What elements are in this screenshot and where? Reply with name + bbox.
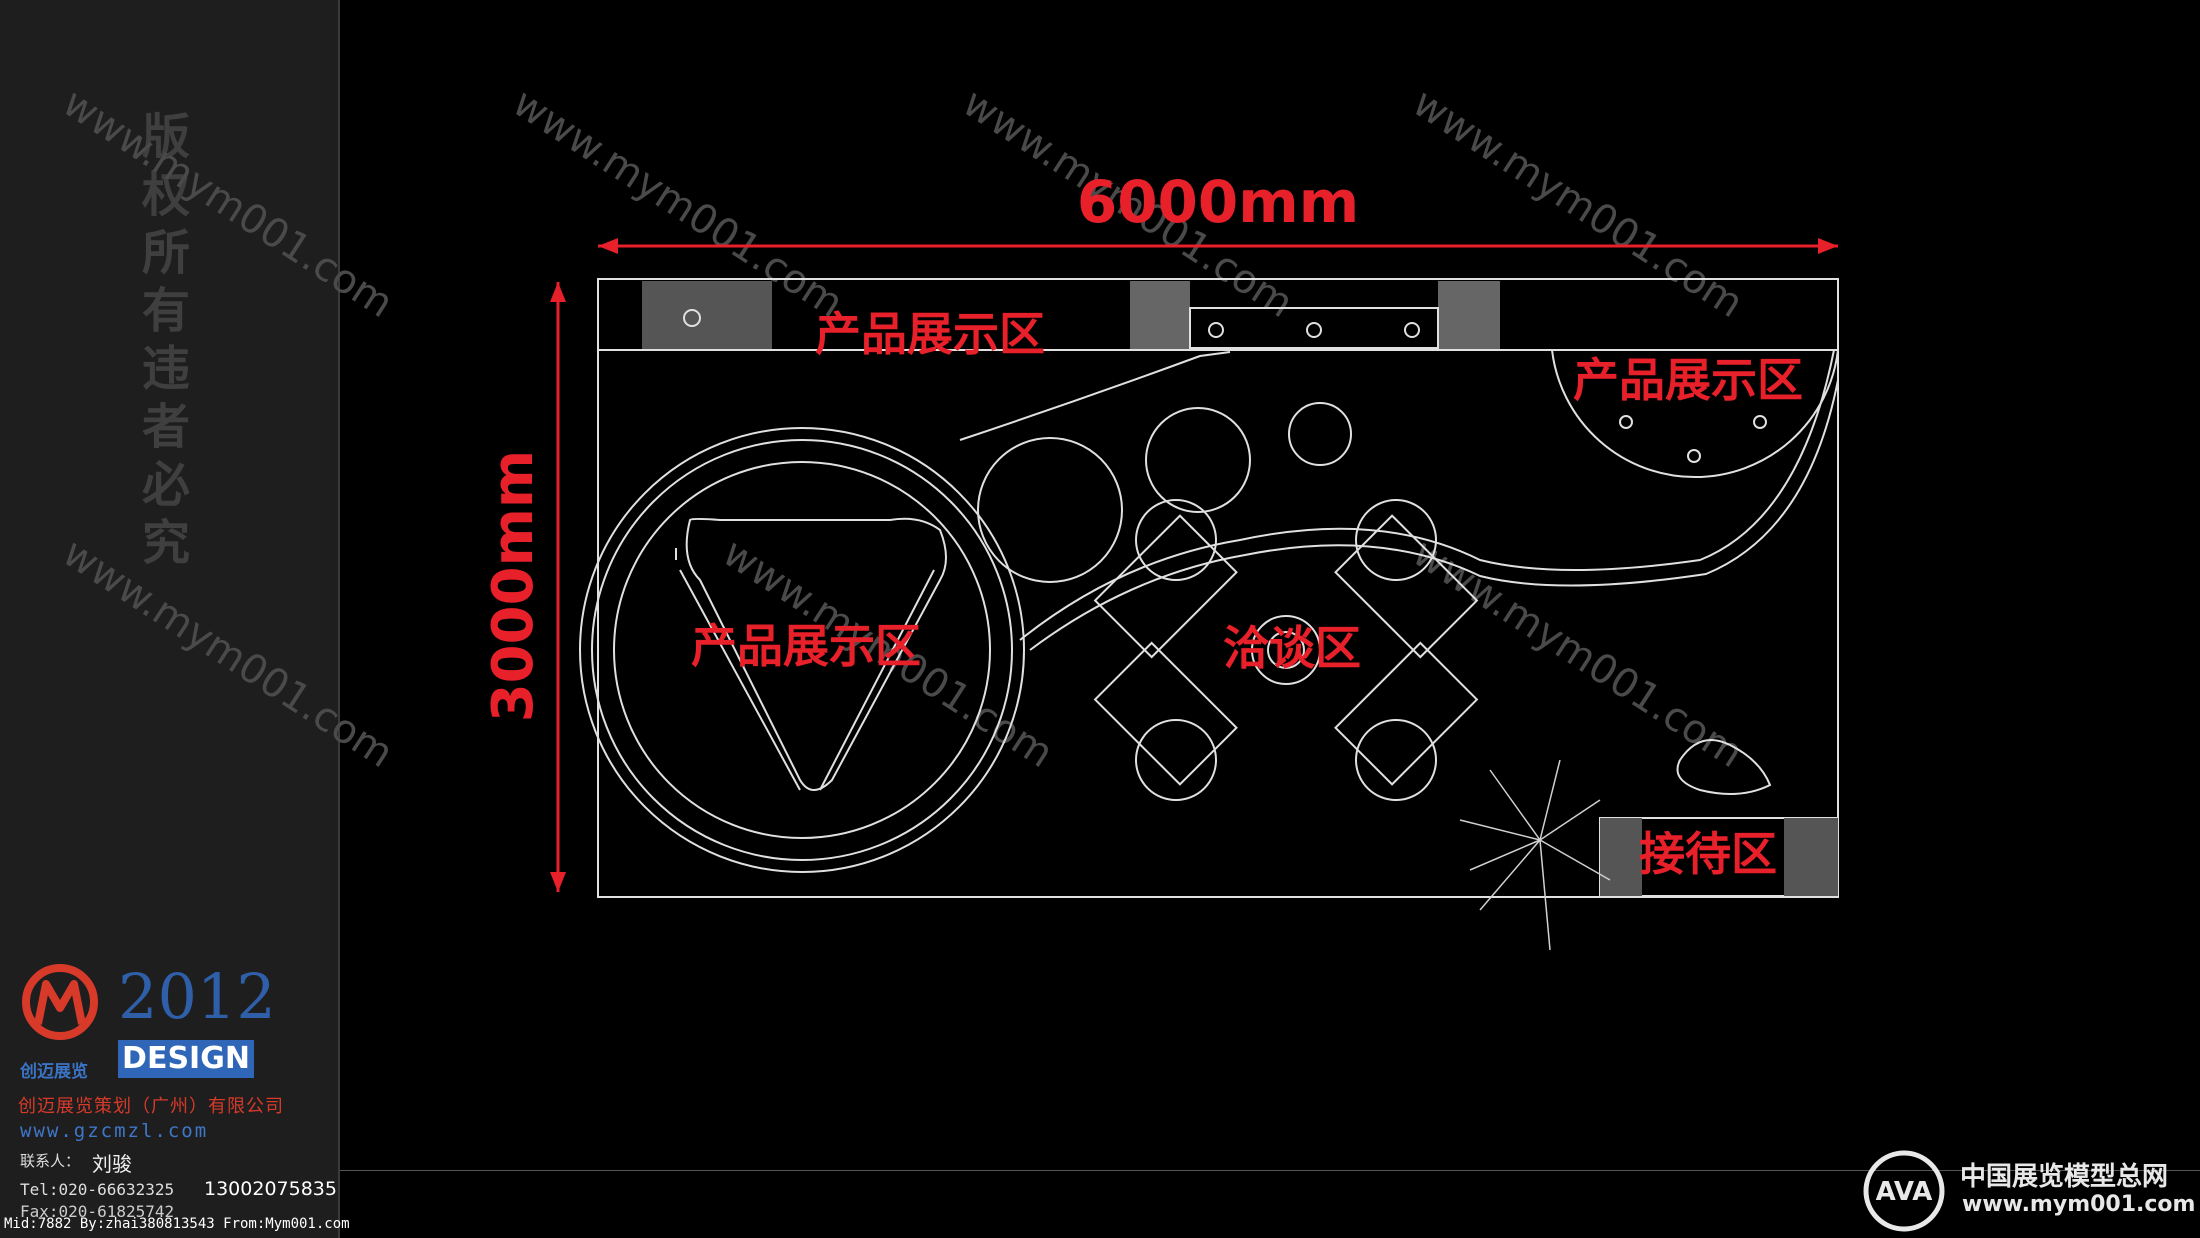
footer-id: Mid:7882 By:zhai380813543 From:Mym001.co… bbox=[4, 1216, 350, 1232]
zone-product-top: 产品展示区 bbox=[815, 307, 1045, 361]
ava-logo-icon: AVA bbox=[1863, 1150, 1945, 1232]
contact-name: 刘骏 bbox=[92, 1152, 132, 1176]
brand-url[interactable]: www.mym001.com bbox=[1962, 1192, 2196, 1217]
zone-product-right: 产品展示区 bbox=[1573, 353, 1803, 407]
width-label: 6000mm bbox=[1077, 168, 1359, 236]
contact-label: 联系人： bbox=[20, 1152, 81, 1170]
copyright-watermark: 版权所有 违者必究 bbox=[141, 109, 224, 571]
zone-negotiation: 洽谈区 bbox=[1223, 621, 1361, 675]
ava-logo-text: AVA bbox=[1876, 1177, 1933, 1207]
mobile-number: 13002075835 bbox=[204, 1178, 337, 1200]
height-dimension: 3000mm bbox=[481, 282, 566, 892]
brand-name: 中国展览模型总网 bbox=[1960, 1162, 2169, 1192]
design-badge: DESIGN bbox=[118, 1040, 254, 1078]
triangle-display bbox=[685, 517, 947, 791]
zone-product-center: 产品展示区 bbox=[691, 619, 921, 673]
fax-number: Fax:020-61825742 bbox=[20, 1202, 175, 1221]
negotiation-table bbox=[1093, 499, 1479, 801]
logo-text: 创迈展览 bbox=[20, 1062, 88, 1082]
watermark-text: www.mym001.com bbox=[55, 530, 402, 777]
company-website[interactable]: www.gzcmzl.com bbox=[20, 1120, 209, 1142]
sidebar-panel: 版权所有 违者必究 创迈展览 2012 DESIGN 创迈展览策划（广州）有限公… bbox=[0, 0, 340, 1238]
width-dimension: 6000mm bbox=[598, 168, 1838, 254]
rock-decoration bbox=[1676, 739, 1772, 795]
company-name: 创迈展览策划（广州）有限公司 bbox=[18, 1096, 284, 1117]
watermark-text: www.mym001.com bbox=[55, 80, 402, 327]
company-logo-icon bbox=[22, 964, 98, 1040]
year-label: 2012 bbox=[118, 960, 276, 1033]
bottom-divider bbox=[340, 1170, 2200, 1171]
tel-number: Tel:020-66632325 bbox=[20, 1180, 175, 1199]
product-circle-outer bbox=[579, 427, 1025, 873]
plant-icon bbox=[1459, 759, 1611, 951]
height-label: 3000mm bbox=[481, 450, 546, 723]
booth-outline bbox=[597, 278, 1839, 898]
zone-labels: 产品展示区 产品展示区 产品展示区 洽谈区 接待区 bbox=[691, 307, 1803, 881]
zone-reception: 接待区 bbox=[1639, 827, 1777, 881]
plan-lines bbox=[579, 278, 1839, 951]
